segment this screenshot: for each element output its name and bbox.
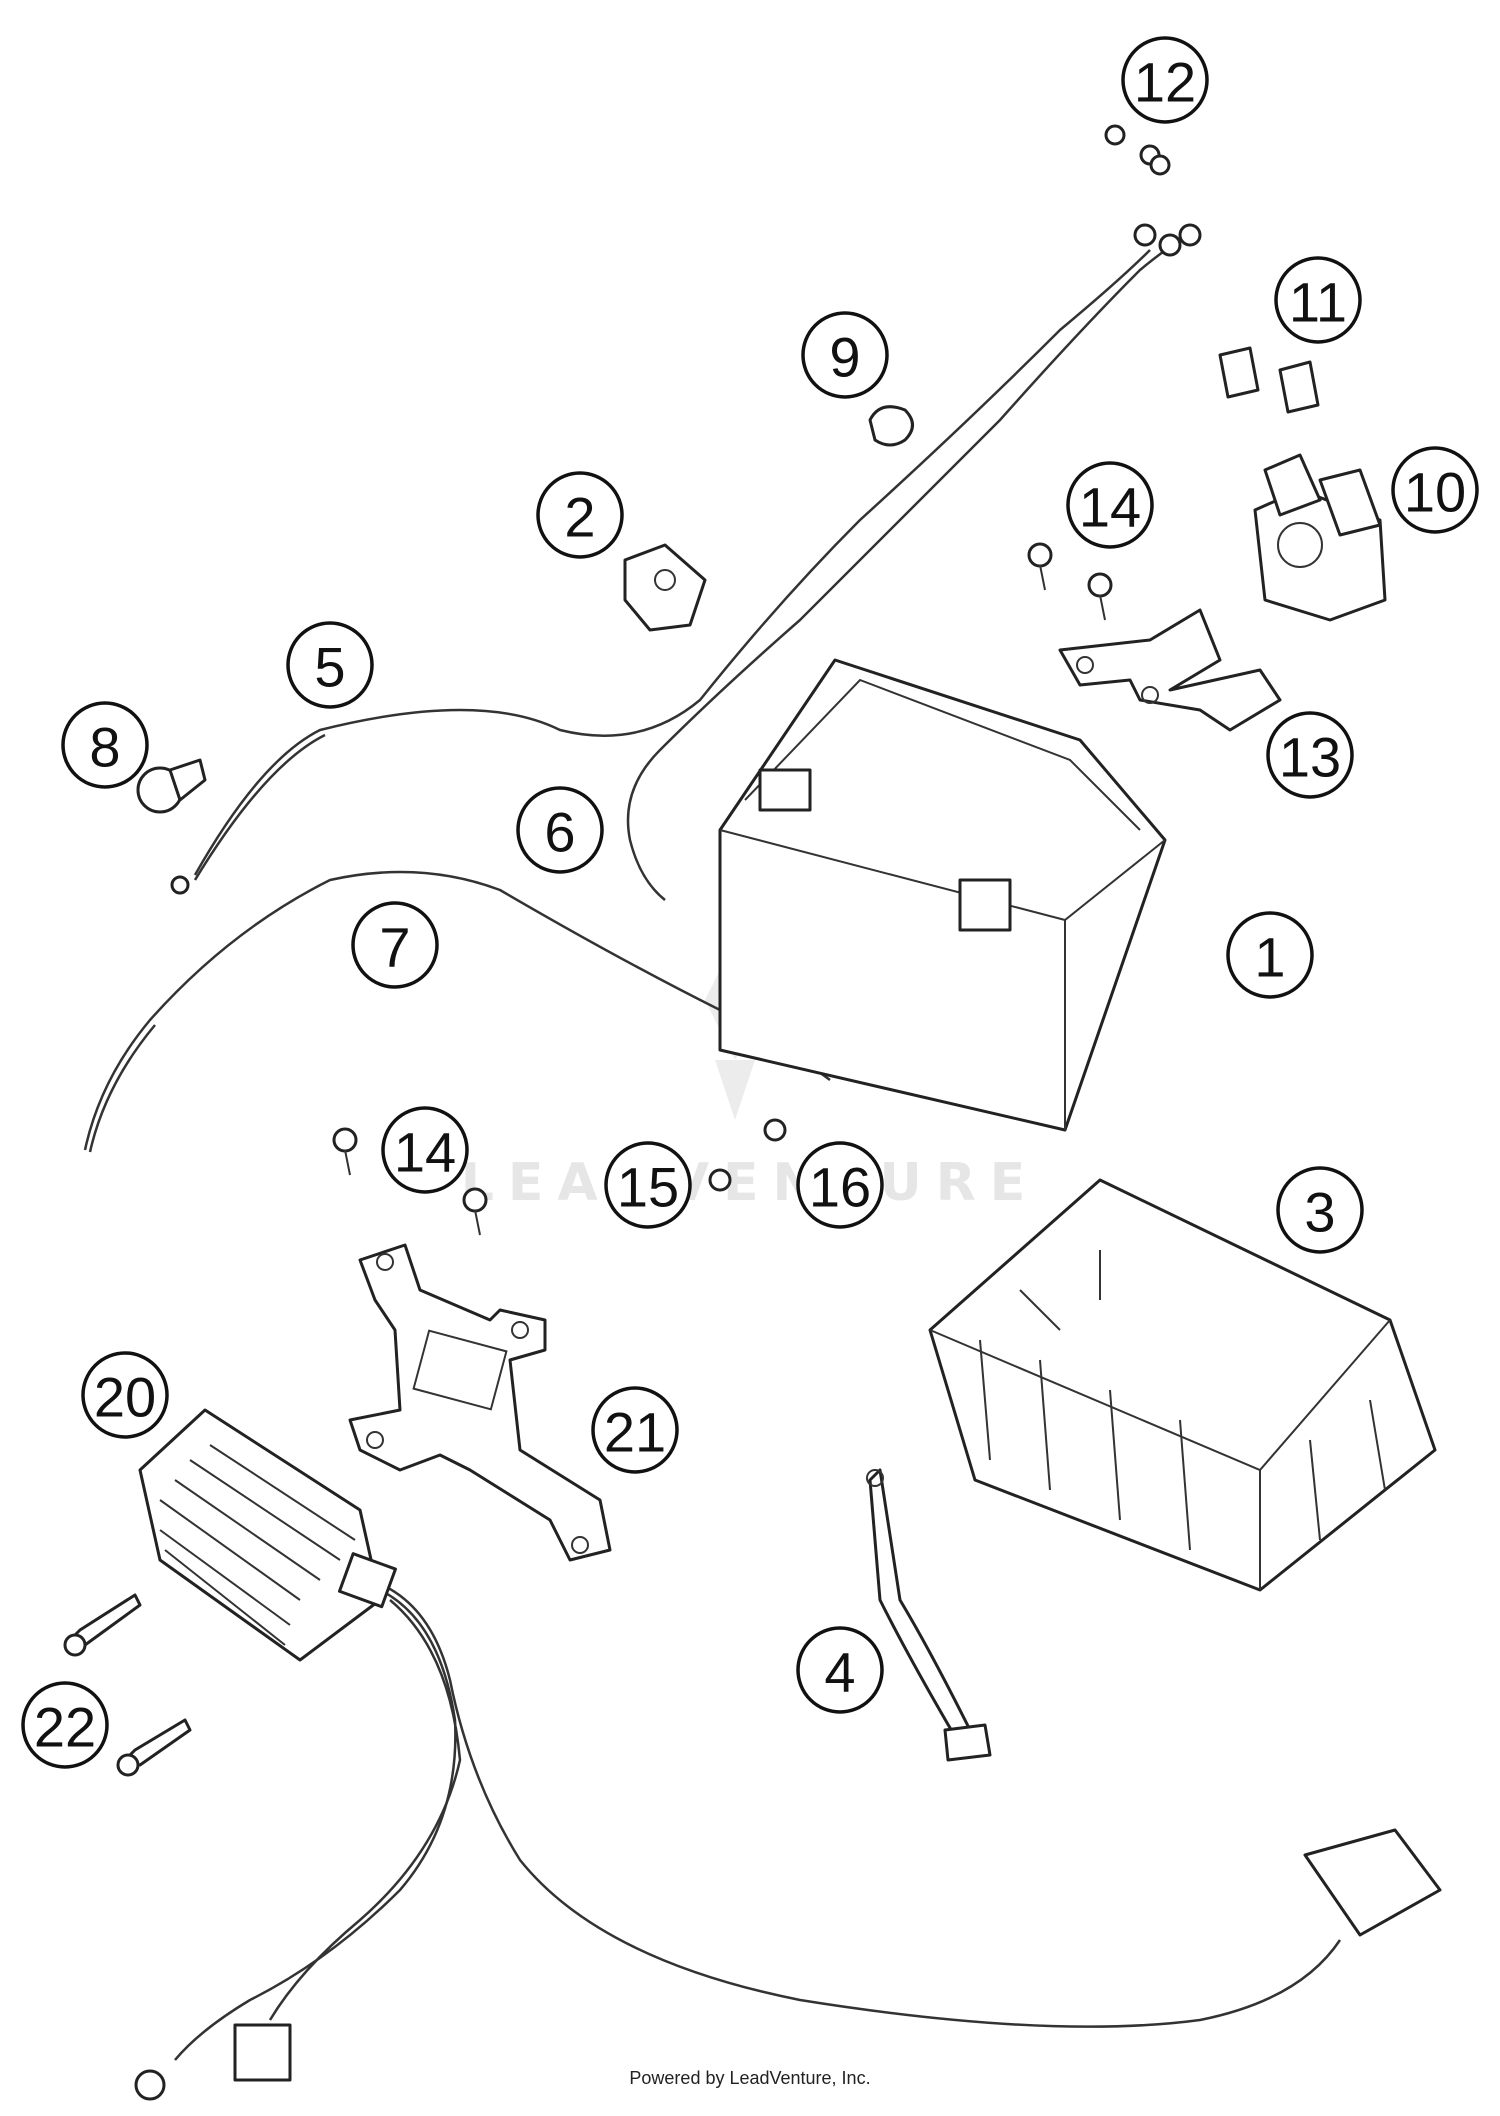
svg-text:6: 6	[544, 801, 575, 864]
svg-text:7: 7	[379, 916, 410, 979]
callout-16: 16	[796, 1141, 884, 1229]
nut-16	[763, 1118, 787, 1142]
battery	[718, 658, 1167, 1132]
callout-21: 21	[591, 1386, 679, 1474]
callout-3: 3	[1276, 1166, 1364, 1254]
callout-15: 15	[604, 1141, 692, 1229]
regulator-harness	[369, 1578, 1342, 2028]
callout-5: 5	[286, 621, 374, 709]
footer-credit: Powered by LeadVenture, Inc.	[629, 2068, 871, 2088]
svg-text:15: 15	[617, 1156, 679, 1219]
callout-1: 1	[1226, 911, 1314, 999]
harness-connectors	[134, 1828, 1442, 2101]
callouts: 1 2 3 4 5 6 7 8 9 10 11 12 13 14 14 15 1…	[21, 36, 1479, 1769]
callout-10: 10	[1391, 446, 1479, 534]
svg-text:11: 11	[1289, 271, 1347, 334]
callout-13: 13	[1266, 711, 1354, 799]
terminal-nuts	[1104, 124, 1202, 257]
svg-text:8: 8	[89, 716, 120, 779]
cable-6	[626, 233, 1191, 901]
callout-8: 8	[61, 701, 149, 789]
callout-2: 2	[536, 471, 624, 559]
svg-text:2: 2	[564, 486, 595, 549]
battery-box	[928, 1178, 1437, 1592]
callout-6: 6	[516, 786, 604, 874]
cable-clip	[868, 405, 914, 447]
screws-14-upper	[1027, 542, 1113, 621]
relay-bracket	[1058, 608, 1282, 732]
screw-15	[708, 1168, 732, 1192]
svg-text:12: 12	[1134, 51, 1196, 114]
voltage-regulator	[138, 1408, 397, 1662]
svg-text:14: 14	[1079, 476, 1141, 539]
svg-text:9: 9	[829, 326, 860, 389]
svg-text:5: 5	[314, 636, 345, 699]
callout-14a: 14	[1066, 461, 1154, 549]
starter-relay	[1253, 453, 1387, 622]
svg-text:1: 1	[1254, 926, 1285, 989]
svg-text:21: 21	[604, 1401, 666, 1464]
fuses	[1218, 346, 1320, 414]
callout-7: 7	[351, 901, 439, 989]
svg-text:4: 4	[824, 1641, 855, 1704]
svg-text:14: 14	[394, 1121, 456, 1184]
strap	[866, 1468, 992, 1762]
svg-text:10: 10	[1404, 461, 1466, 524]
cable-5	[193, 249, 1151, 876]
callout-12: 12	[1121, 36, 1209, 124]
callout-22: 22	[21, 1681, 109, 1769]
terminal-boot	[136, 758, 207, 895]
svg-text:22: 22	[34, 1696, 96, 1759]
callout-20: 20	[81, 1351, 169, 1439]
callout-11: 11	[1274, 256, 1362, 344]
terminal-cover	[623, 543, 707, 632]
callout-4: 4	[796, 1626, 884, 1714]
callout-14b: 14	[381, 1106, 469, 1194]
regulator-bracket	[348, 1243, 612, 1562]
svg-text:3: 3	[1304, 1181, 1335, 1244]
bolts-22	[63, 1593, 192, 1777]
callout-9: 9	[801, 311, 889, 399]
watermark-text: LEADVENTURE	[461, 1153, 1040, 1213]
svg-text:20: 20	[94, 1366, 156, 1429]
svg-text:13: 13	[1279, 726, 1341, 789]
svg-text:16: 16	[809, 1156, 871, 1219]
screws-14-lower	[332, 1127, 488, 1236]
